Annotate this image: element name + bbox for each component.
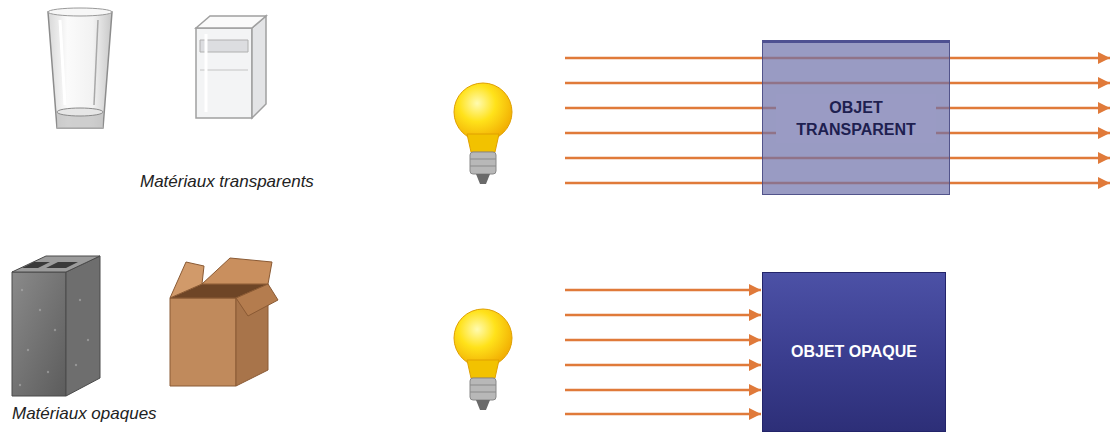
light-bulb (454, 83, 512, 184)
glass-rim (48, 8, 112, 16)
glass-edge (94, 20, 98, 105)
transparent-object-box: OBJET TRANSPARENT (762, 40, 950, 195)
caption-label: Matériaux opaques (12, 404, 157, 424)
bulb-tip (476, 174, 490, 184)
block-front (12, 272, 66, 396)
block-top (12, 256, 100, 272)
bulb-thread (470, 166, 496, 167)
bulb-thread (470, 392, 496, 393)
aquarium-front (196, 28, 252, 118)
bulb-glass (454, 83, 512, 141)
bulb-glass (454, 309, 512, 367)
light-bulb (454, 309, 512, 410)
box-label: OBJET OPAQUE (786, 338, 922, 366)
light-ray (565, 364, 761, 367)
glass-body (48, 12, 112, 128)
box-flap (170, 262, 204, 298)
block-hole (22, 262, 50, 268)
bulb-tip (476, 400, 490, 410)
light-ray (565, 339, 761, 342)
box-label: OBJET TRANSPARENT (776, 94, 936, 143)
light-ray (565, 314, 761, 317)
bulb-neck (467, 360, 499, 378)
light-ray (565, 389, 761, 392)
aquarium-side (252, 16, 266, 118)
box-front (170, 298, 236, 386)
bulb-base (470, 378, 496, 400)
glass-picture (48, 8, 112, 128)
block-hole (46, 262, 78, 268)
block-texture (19, 289, 89, 386)
box-flap (236, 284, 278, 316)
glass-bottom (57, 108, 103, 116)
aquarium-top (196, 16, 266, 28)
opaque-object-box: OBJET OPAQUE (762, 272, 946, 432)
aquarium-picture (196, 16, 266, 118)
box-flap (202, 258, 272, 284)
bulb-thread (470, 159, 496, 160)
block-side (66, 256, 100, 396)
bulb-thread (470, 385, 496, 386)
cardboard-box-picture (170, 258, 278, 386)
light-rays (565, 290, 761, 414)
caption-label: Matériaux transparents (140, 172, 314, 192)
glass-highlight (60, 20, 65, 105)
concrete-block-picture (12, 256, 100, 396)
bulb-base (470, 152, 496, 174)
bulb-neck (467, 134, 499, 152)
light-ray (565, 289, 761, 292)
light-ray (565, 413, 761, 416)
aquarium-highlight (205, 34, 208, 112)
